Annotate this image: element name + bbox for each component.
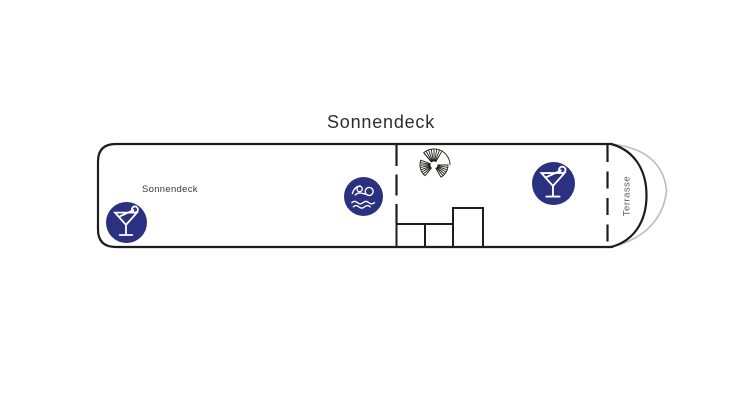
terrace-label: Terrasse — [621, 175, 633, 217]
ship-hull-outline — [96, 142, 614, 249]
bow-outline — [610, 142, 648, 249]
spiral-staircase-icon — [419, 148, 451, 178]
cocktail-icon — [105, 201, 147, 243]
marker-aft-bar[interactable] — [105, 201, 147, 243]
cocktail-icon — [532, 162, 575, 205]
swimmer-icon — [343, 176, 383, 216]
marker-pool[interactable] — [343, 176, 383, 216]
marker-bow-bar[interactable] — [532, 162, 575, 205]
deck-name-label: Sonnendeck — [142, 184, 198, 195]
deck-title: Sonnendeck — [326, 112, 436, 132]
deck-structure-boxes — [395, 207, 484, 246]
